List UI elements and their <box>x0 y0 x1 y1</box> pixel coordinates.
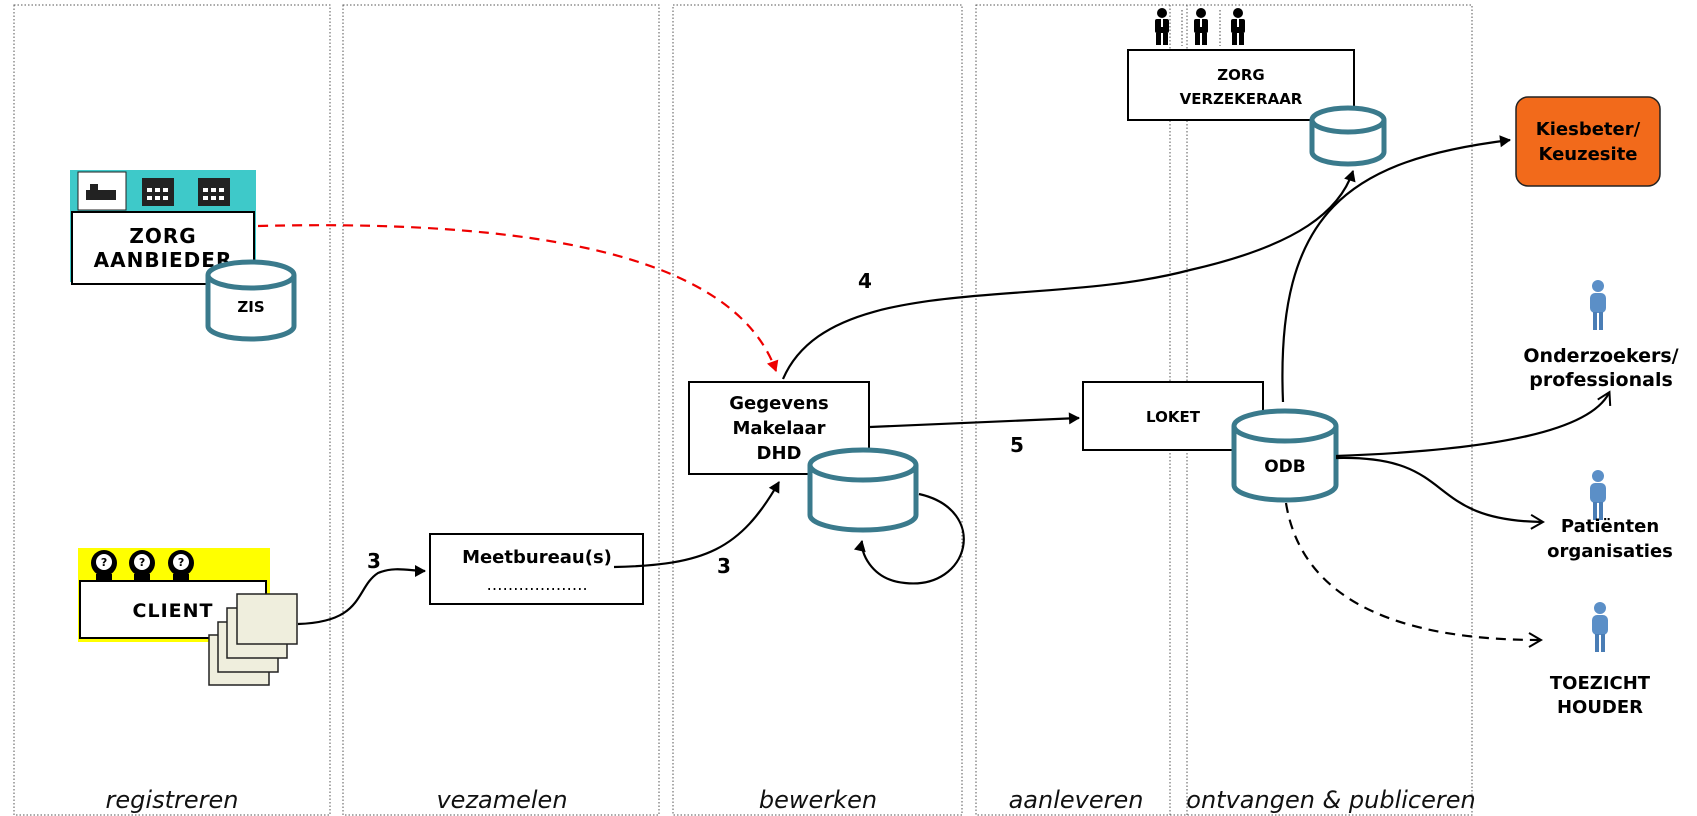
zis-label: ZIS <box>237 298 264 316</box>
arrow-odb-to-onderzoekers <box>1335 390 1612 458</box>
gegevens-makelaar-line2: Makelaar <box>732 418 825 439</box>
zorg-verzekeraar-line2: VERZEKERAAR <box>1180 90 1303 108</box>
lane-label-registreren: registreren <box>106 786 239 814</box>
gegevens-makelaar-node: Gegevens Makelaar DHD <box>688 381 919 533</box>
recipient-onderzoekers-line1: Onderzoekers/ <box>1523 345 1678 367</box>
odb-label: ODB <box>1264 457 1306 477</box>
arrow-client-to-meetbureau <box>297 564 426 626</box>
lane-label-ontvangen-publiceren: ontvangen & publiceren <box>1186 786 1475 814</box>
zorg-aanbieder-line1: ZORG <box>129 224 196 248</box>
meetbureau-line2: ………………. <box>486 575 587 594</box>
recipient-toezicht: TOEZICHT HOUDER <box>1550 602 1651 718</box>
flow-label-client-meetbureau: 3 <box>367 549 381 573</box>
arrow-dhd-to-verzekeraar <box>781 170 1356 380</box>
person-icon <box>1592 602 1608 652</box>
hospital-icons <box>77 171 230 211</box>
arrow-odb-to-kiesbeter <box>1281 135 1511 403</box>
client-label: CLIENT <box>133 600 214 622</box>
recipient-toezicht-line1: TOEZICHT <box>1550 673 1651 694</box>
lane-label-vezamelen: vezamelen <box>436 786 567 814</box>
meetbureau-line1: Meetbureau(s) <box>462 547 612 568</box>
odb-database-icon: ODB <box>1231 408 1339 503</box>
arrow-dhd-to-loket <box>869 412 1080 429</box>
kiesbeter-line1: Kiesbeter/ <box>1536 119 1641 140</box>
recipient-onderzoekers: Onderzoekers/ professionals <box>1523 280 1679 391</box>
lane-aanleveren-ontvangen <box>975 4 1473 816</box>
recipient-toezicht-line2: HOUDER <box>1557 697 1643 718</box>
person-icon <box>1590 280 1606 330</box>
dhd-database-icon <box>807 447 919 533</box>
kiesbeter-line2: Keuzesite <box>1538 144 1637 165</box>
lane-label-bewerken: bewerken <box>759 786 877 814</box>
lane-label-aanleveren: aanleveren <box>1009 786 1144 814</box>
zorg-verzekeraar-line1: ZORG <box>1217 66 1265 84</box>
zorg-aanbieder-line2: AANBIEDER <box>94 248 233 272</box>
person-icon <box>1590 470 1606 520</box>
flow-label-meetbureau-dhd: 3 <box>717 554 731 578</box>
gegevens-makelaar-line1: Gegevens <box>729 393 829 414</box>
client-node: CLIENT <box>78 548 298 686</box>
arrow-meetbureau-to-dhd <box>613 481 780 569</box>
documents-icon <box>208 593 298 686</box>
recipient-patienten: Patiënten organisaties <box>1547 470 1673 562</box>
recipient-onderzoekers-line2: professionals <box>1529 369 1673 391</box>
zorg-aanbieder-node: ZORG AANBIEDER ZIS <box>70 170 297 342</box>
meetbureau-node: Meetbureau(s) ………………. <box>429 533 644 605</box>
loket-label: LOKET <box>1146 408 1201 426</box>
meetbureau-box <box>429 533 644 605</box>
lane-bewerken <box>672 4 963 816</box>
arrow-odb-to-toezicht <box>1284 502 1543 648</box>
lane-vezamelen <box>342 4 660 816</box>
swimlanes <box>13 4 1473 816</box>
verzekeraar-database-icon <box>1309 105 1387 167</box>
lane-registreren <box>13 4 331 816</box>
kiesbeter-box <box>1515 96 1661 187</box>
recipient-patienten-line1: Patiënten <box>1561 516 1659 537</box>
flow-label-dhd-loket: 5 <box>1010 433 1024 457</box>
flow-label-dhd-verzekeraar: 4 <box>858 269 872 293</box>
arrow-odb-to-patienten <box>1335 456 1545 530</box>
zorg-verzekeraar-box <box>1127 49 1355 121</box>
zorg-verzekeraar-node: ZORG VERZEKERAAR <box>1127 8 1387 167</box>
arrow-zorgaanbieder-to-dhd <box>257 224 779 372</box>
arrow-dhd-loop <box>853 492 965 585</box>
recipient-patienten-line2: organisaties <box>1547 541 1673 562</box>
kiesbeter-node: Kiesbeter/ Keuzesite <box>1515 96 1661 187</box>
zis-database-icon: ZIS <box>205 259 297 342</box>
gegevens-makelaar-line3: DHD <box>757 443 802 464</box>
